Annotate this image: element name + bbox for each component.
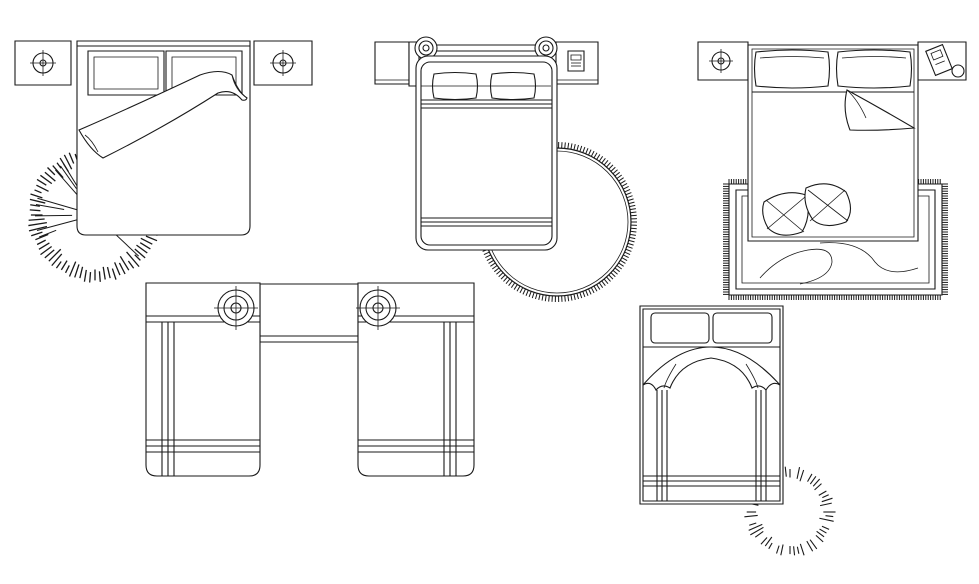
pillow-2b <box>491 73 536 100</box>
pillow-3b <box>837 50 912 88</box>
cushion-3b <box>805 184 851 226</box>
nightstand-right-1 <box>254 41 312 85</box>
nightstand-right-3 <box>918 42 966 80</box>
phone-3-icon <box>926 45 964 77</box>
pillow-5a <box>651 313 709 343</box>
lamp-right-2-icon <box>535 37 557 59</box>
bed-right-4 <box>356 283 474 476</box>
nightstand-left-1 <box>15 41 71 85</box>
pillow-1a <box>88 51 164 95</box>
folded-sheet-3 <box>845 90 914 130</box>
pillow-3a <box>755 50 830 88</box>
lamp-left-4-icon <box>214 286 258 330</box>
nightstand-right-2 <box>535 37 598 84</box>
nightstand-left-2 <box>375 37 437 86</box>
double-bed-block-3 <box>698 42 966 300</box>
cushion-3a <box>763 193 809 236</box>
lamp-left-2-icon <box>415 37 437 59</box>
folded-blanket-5 <box>643 347 780 390</box>
folded-sheet-1 <box>79 72 247 159</box>
double-bed-block-5 <box>640 306 836 555</box>
double-bed-block-2 <box>375 37 637 302</box>
double-bed-block-1 <box>15 41 312 282</box>
lamp-right-4-icon <box>356 286 400 330</box>
twin-beds-block-4 <box>146 283 474 476</box>
shared-nightstand-4 <box>260 284 358 342</box>
nightstand-left-3 <box>698 42 748 80</box>
bed-left-4 <box>146 283 260 476</box>
pillow-2a <box>433 73 478 100</box>
phone-2-icon <box>568 51 584 71</box>
bed-frame-5 <box>640 306 783 504</box>
pillow-5b <box>713 313 772 343</box>
